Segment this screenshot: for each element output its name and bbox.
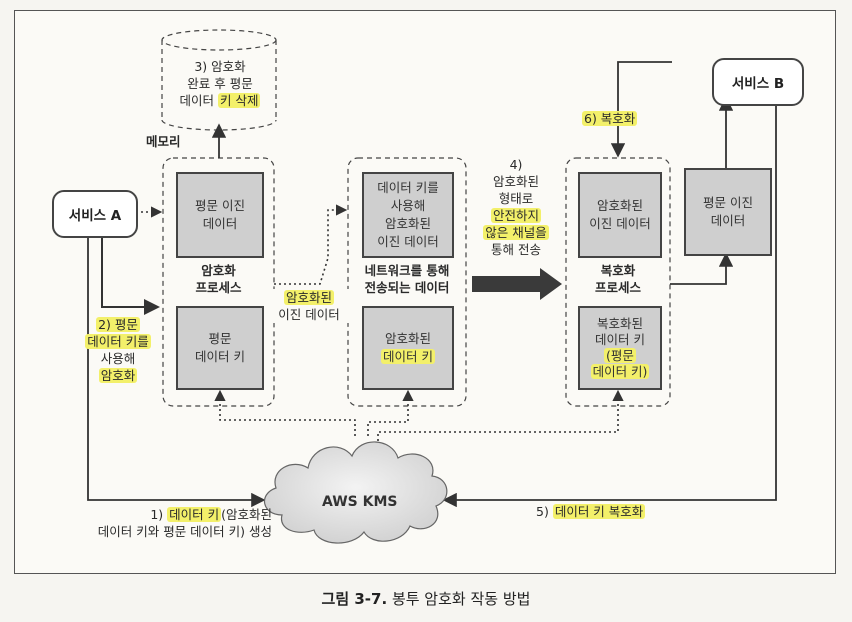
step4-text: 4) 암호화된 형태로 안전하지 않은 채널을 통해 전송 — [470, 156, 562, 258]
step1-line2: 데이터 키와 평문 데이터 키) 생성 — [97, 524, 272, 539]
step1-highlight: 데이터 키 — [167, 507, 222, 522]
network-bottom-line2: 데이터 키 — [381, 349, 435, 364]
memory-label: 메모리 — [146, 134, 181, 149]
service-a-label: 서비스 A — [68, 208, 122, 224]
plain-binary-line2: 데이터 — [202, 216, 238, 231]
decrypt-bottom-line3: (평문 — [604, 348, 636, 363]
aws-kms-cloud — [264, 441, 448, 544]
memory-text: 3) 암호화 완료 후 평문 데이터 키 삭제 — [166, 58, 274, 109]
plain-data-key-line2: 데이터 키 — [195, 349, 245, 364]
decrypt-label-line2: 프로세스 — [594, 280, 641, 295]
encrypted-data-key-box: 암호화된 데이터 키 — [362, 306, 454, 390]
step4-line3: 형태로 — [498, 191, 534, 206]
encrypt-process-label: 암호화 프로세스 — [163, 262, 274, 296]
network-top-line3: 암호화된 — [384, 216, 431, 231]
step5-text: 5) 데이터 키 복호화 — [536, 503, 646, 520]
decrypt-bottom-line2: 데이터 키 — [595, 332, 645, 347]
step2-line4: 암호화 — [98, 368, 138, 383]
step4-line5: 않은 채널을 — [483, 225, 549, 240]
encrypted-output-line1: 암호화된 — [283, 290, 334, 305]
step4-line1: 4) — [509, 157, 523, 172]
memory-cylinder — [161, 29, 277, 131]
memory-text-line3: 데이터 키 삭제 — [166, 92, 274, 109]
step6-label: 6) 복호화 — [582, 110, 638, 127]
encrypt-process-label-line1: 암호화 — [201, 263, 236, 278]
step4-line6: 통해 전송 — [491, 242, 541, 257]
plain-out-line2: 데이터 — [710, 213, 746, 228]
service-b-label: 서비스 B — [731, 76, 785, 92]
step2-text: 2) 평문 데이터 키를 사용해 암호화 — [76, 316, 160, 384]
memory-text-line1: 3) 암호화 — [194, 59, 246, 74]
encrypt-process-label-line2: 프로세스 — [195, 280, 242, 295]
network-top-line4: 이진 데이터 — [377, 234, 439, 249]
plain-out-line1: 평문 이진 — [703, 195, 753, 210]
network-label-line1: 네트워크를 통해 — [364, 263, 450, 278]
network-container — [347, 157, 467, 407]
step5-highlight: 데이터 키 복호화 — [552, 504, 646, 519]
decrypt-bottom-line4: 데이터 키) — [590, 364, 650, 379]
network-bottom-line1: 암호화된 — [384, 331, 431, 346]
step6-text: 6) 복호화 — [582, 111, 638, 126]
step2-line2: 데이터 키를 — [85, 334, 151, 349]
memory-text-line2: 완료 후 평문 — [187, 76, 253, 91]
step2-line3: 사용해 — [100, 351, 136, 366]
encrypted-binary-data-box: 데이터 키를 사용해 암호화된 이진 데이터 — [362, 172, 454, 258]
memory-text-line3-plain: 데이터 — [179, 93, 218, 108]
figure-caption-number: 그림 3-7. — [321, 590, 388, 608]
network-top-line2: 사용해 — [390, 198, 426, 213]
plain-binary-line1: 평문 이진 — [195, 198, 245, 213]
step1-suffix: (암호화된 — [221, 507, 272, 522]
encrypted-output-label: 암호화된 이진 데이터 — [268, 289, 350, 323]
memory-text-line3-highlight: 키 삭제 — [218, 93, 261, 108]
service-b-box: 서비스 B — [712, 58, 804, 106]
network-label: 네트워크를 통해 전송되는 데이터 — [348, 262, 466, 296]
decrypted-data-key-box: 복호화된 데이터 키 (평문 데이터 키) — [578, 306, 662, 390]
decrypt-process-label: 복호화 프로세스 — [566, 262, 670, 296]
plain-binary-output-box: 평문 이진 데이터 — [684, 168, 772, 256]
step2-line1: 2) 평문 — [96, 317, 140, 332]
network-top-line1: 데이터 키를 — [377, 180, 439, 195]
decrypt-encrypted-binary-box: 암호화된 이진 데이터 — [578, 172, 662, 258]
aws-kms-label: AWS KMS — [322, 494, 398, 510]
step1-line1: 1) 데이터 키(암호화된 — [62, 506, 272, 523]
figure-caption: 그림 3-7. 봉투 암호화 작동 방법 — [0, 588, 852, 609]
encrypted-output-line2: 이진 데이터 — [278, 307, 340, 322]
step5-prefix: 5) — [536, 504, 553, 519]
step1-prefix: 1) — [150, 507, 168, 522]
step4-line2: 암호화된 — [492, 174, 539, 189]
network-label-line2: 전송되는 데이터 — [364, 280, 450, 295]
step4-line4: 안전하지 — [490, 208, 541, 223]
decrypt-bottom-line1: 복호화된 — [596, 316, 643, 331]
service-a-box: 서비스 A — [52, 190, 138, 238]
decrypt-top-line1: 암호화된 — [596, 198, 643, 213]
decrypt-top-line2: 이진 데이터 — [589, 216, 651, 231]
decrypt-label-line1: 복호화 — [600, 263, 636, 278]
plain-data-key-line1: 평문 — [208, 331, 232, 346]
step1-text: 1) 데이터 키(암호화된 데이터 키와 평문 데이터 키) 생성 — [62, 506, 272, 540]
figure-caption-text: 봉투 암호화 작동 방법 — [391, 590, 531, 608]
